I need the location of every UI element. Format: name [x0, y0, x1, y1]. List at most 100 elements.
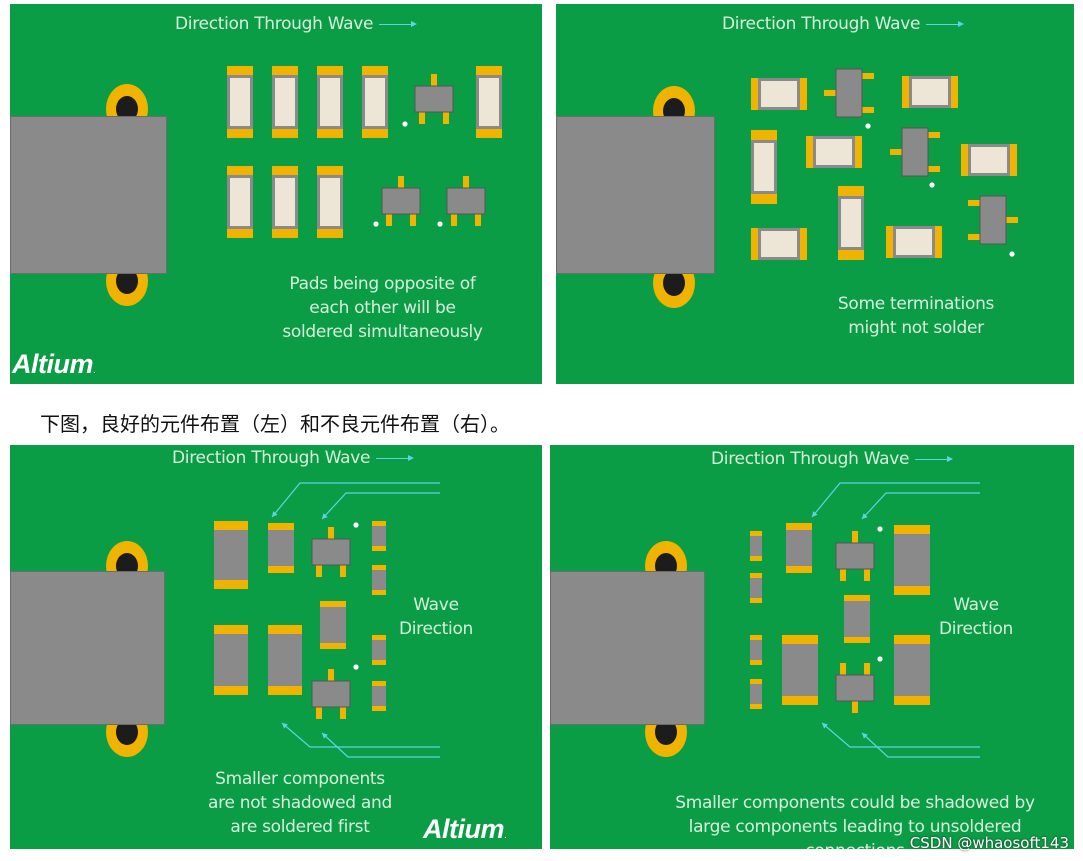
solder-pad [214, 580, 248, 589]
transistor-lead [410, 214, 416, 226]
solder-pad [750, 704, 762, 709]
direction-arrow-icon [379, 20, 418, 27]
shadow-arrowhead [812, 511, 818, 517]
solder-pad [751, 130, 777, 140]
solder-pad [786, 523, 812, 530]
shadow-arrowhead [822, 723, 828, 729]
solder-pad [214, 625, 248, 634]
chip-body [230, 178, 250, 226]
chip-component [372, 635, 386, 665]
connector-body [10, 571, 165, 725]
transistor-lead [864, 569, 870, 581]
component-layout [227, 66, 502, 238]
chip-component [750, 573, 762, 603]
pin1-marker [402, 121, 408, 127]
shadow-arrowhead [282, 723, 288, 729]
solder-pad [750, 598, 762, 603]
solder-pad [272, 66, 298, 75]
chip-component [750, 635, 762, 665]
panel-header: Direction Through Wave [175, 14, 418, 34]
chip-body [761, 81, 797, 107]
solder-pad [1010, 144, 1017, 176]
solder-pad [272, 166, 298, 175]
transistor-lead [451, 214, 457, 226]
solder-pad [372, 635, 386, 640]
pin1-marker [437, 221, 443, 227]
solder-pad [750, 679, 762, 684]
solder-pad [800, 228, 807, 260]
solder-pad [372, 681, 386, 686]
shadow-arrowhead [322, 733, 328, 739]
shadow-arrow-line [821, 722, 980, 748]
solder-pad [272, 229, 298, 238]
solder-pad [317, 129, 343, 138]
panel-bottom-left: Direction Through Wave Wave Direction Sm… [10, 445, 542, 849]
chip-component [782, 635, 818, 705]
description-line: Smaller components [215, 769, 385, 789]
pin1-marker [373, 221, 379, 227]
transistor-lead [928, 132, 940, 138]
direction-arrow-icon [926, 20, 965, 27]
transistor-lead [340, 565, 346, 577]
panel-top-right: Direction Through Wave Some terminations… [556, 4, 1074, 384]
solder-pad [750, 556, 762, 561]
description-line: soldered simultaneously [282, 322, 483, 342]
solder-pad [268, 523, 294, 530]
pin1-marker [1009, 251, 1015, 257]
panel-header-text: Direction Through Wave [722, 14, 921, 34]
figure-caption: 下图，良好的元件布置（左）和不良元件布置（右）。 [40, 412, 510, 436]
solder-pad [782, 696, 818, 705]
solder-pad [362, 66, 388, 75]
solder-pad [894, 525, 930, 534]
solder-pad [214, 686, 248, 695]
solder-pad [476, 66, 502, 75]
direction-arrow-icon [376, 454, 415, 461]
chip-body [320, 78, 340, 126]
solder-pad [372, 590, 386, 595]
solder-pad [838, 186, 864, 196]
solder-pad [268, 566, 294, 573]
chip-body [275, 178, 295, 226]
connector-body [550, 571, 705, 725]
chip-body [761, 231, 797, 257]
description-line: are soldered first [230, 817, 370, 837]
logo-mark: . [504, 830, 507, 841]
shadow-arrowhead [862, 733, 868, 739]
watermark: CSDN @whaosoft143 [909, 834, 1069, 852]
solder-pad [855, 136, 862, 168]
solder-pad [372, 660, 386, 665]
transistor-component [311, 538, 351, 566]
transistor-lead [968, 234, 980, 240]
chip-component [372, 681, 386, 711]
panel-description: Pads being opposite of each other will b… [265, 272, 500, 344]
transistor-lead [340, 707, 346, 719]
solder-pad [317, 66, 343, 75]
solder-pad [268, 625, 302, 634]
chip-component [268, 523, 294, 573]
chip-component [750, 679, 762, 709]
transistor-lead [1006, 217, 1018, 223]
wave-direction-line: Wave [413, 595, 459, 615]
logo-mark: . [93, 365, 96, 376]
pin1-marker [865, 123, 871, 129]
panel-header-text: Direction Through Wave [175, 14, 374, 34]
component-layout [750, 482, 980, 758]
pin1-marker [353, 522, 359, 528]
solder-pad [372, 565, 386, 570]
solder-pad [362, 129, 388, 138]
transistor-component [381, 187, 421, 215]
solder-pad [894, 635, 930, 644]
solder-pad [372, 706, 386, 711]
wave-direction-line: Wave [953, 595, 999, 615]
solder-pad [782, 635, 818, 644]
solder-pad [372, 521, 386, 526]
chip-component [214, 625, 248, 695]
transistor-lead [862, 73, 874, 79]
chip-component [320, 601, 346, 649]
transistor-lead [840, 569, 846, 581]
panel-description: Smaller components are not shadowed and … [200, 767, 400, 839]
solder-pad [272, 129, 298, 138]
chip-component [372, 521, 386, 551]
solder-pad [750, 531, 762, 536]
transistor-lead [928, 166, 940, 172]
